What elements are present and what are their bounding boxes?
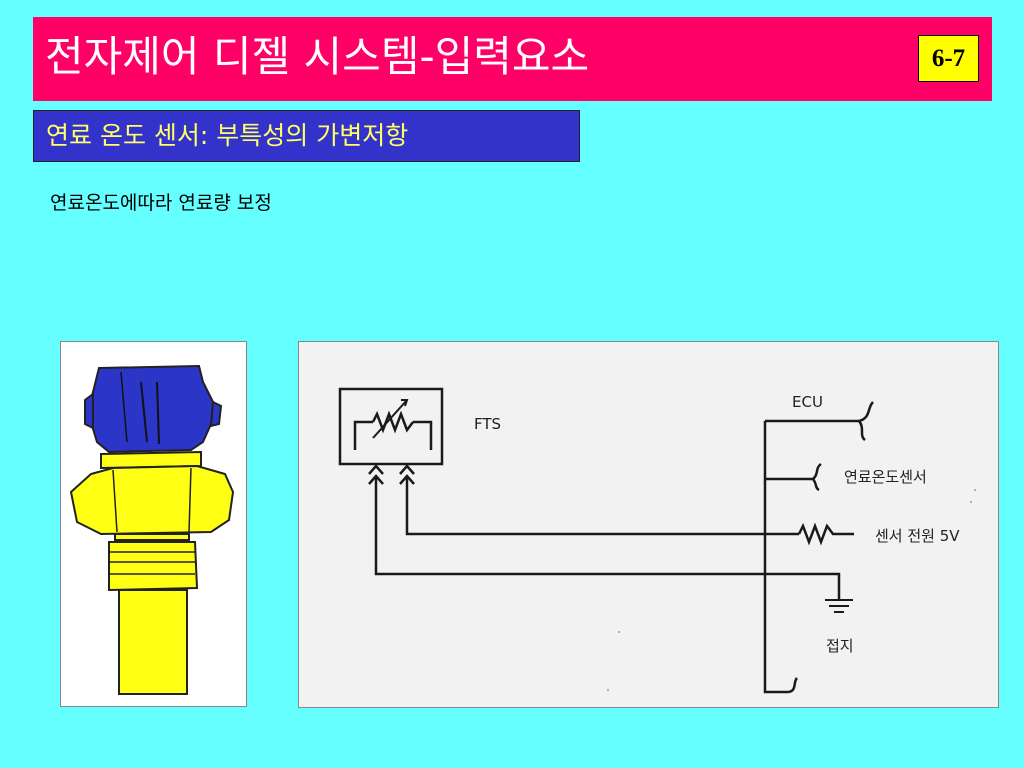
body-text: 연료온도에따라 연료량 보정 xyxy=(50,192,272,214)
sensor-probe xyxy=(118,589,188,695)
fts-circuit-schematic xyxy=(338,387,976,694)
title-bar: 전자제어 디젤 시스템-입력요소 xyxy=(33,17,992,101)
sensor-thread xyxy=(108,541,199,592)
label-sensor-supply-5v: 센서 전원 5V xyxy=(875,527,960,545)
subtitle-box: 연료 온도 센서: 부특성의 가변저항 xyxy=(33,110,580,162)
sensor-hex-nut xyxy=(69,464,235,536)
fuel-temp-sensor-illustration xyxy=(69,364,235,695)
label-fts: FTS xyxy=(474,415,502,433)
circuit-diagram-panel: FTS ECU 연료온도센서 센서 전원 5V 접지 xyxy=(298,341,999,708)
label-ecu: ECU xyxy=(792,393,823,411)
thermistor-symbol xyxy=(353,420,433,450)
supply-wire xyxy=(405,476,799,536)
subtitle-text: 연료 온도 센서: 부특성의 가변저항 xyxy=(46,121,409,150)
fts-sensor-box xyxy=(338,387,444,466)
label-ground: 접지 xyxy=(826,637,854,655)
page-number-badge: 6-7 xyxy=(918,35,979,82)
ground-symbol xyxy=(825,599,853,613)
sensor-photo-panel xyxy=(60,341,247,707)
sensor-connector-cap xyxy=(90,364,215,454)
ground-wire xyxy=(374,476,841,600)
label-fuel-temp-sensor: 연료온도센서 xyxy=(844,468,927,486)
pullup-resistor xyxy=(797,522,854,546)
ecu-boundary-line xyxy=(763,419,859,694)
slide-title: 전자제어 디젤 시스템-입력요소 xyxy=(45,32,590,81)
